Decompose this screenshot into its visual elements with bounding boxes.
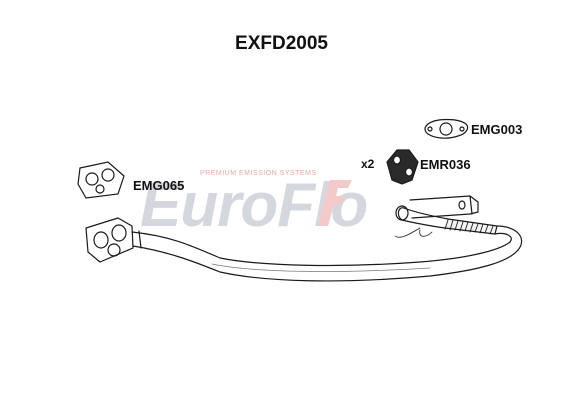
euroflo-watermark-logo: EuroFlo bbox=[140, 171, 368, 240]
label-emr036-quantity: x2 bbox=[361, 157, 375, 171]
rubber-hanger-icon bbox=[386, 149, 419, 185]
label-emg065: EMG065 bbox=[133, 178, 185, 193]
watermark-red-accent bbox=[318, 180, 352, 226]
oval-two-hole-gasket-icon bbox=[424, 118, 469, 139]
down-pipe bbox=[85, 195, 523, 282]
label-emg003: EMG003 bbox=[471, 122, 523, 137]
label-emr036: EMR036 bbox=[420, 157, 471, 172]
watermark-tagline: PREMIUM EMISSION SYSTEMS bbox=[200, 170, 317, 177]
part-number-title: EXFD2005 bbox=[235, 33, 328, 54]
three-hole-gasket-icon bbox=[77, 161, 125, 199]
